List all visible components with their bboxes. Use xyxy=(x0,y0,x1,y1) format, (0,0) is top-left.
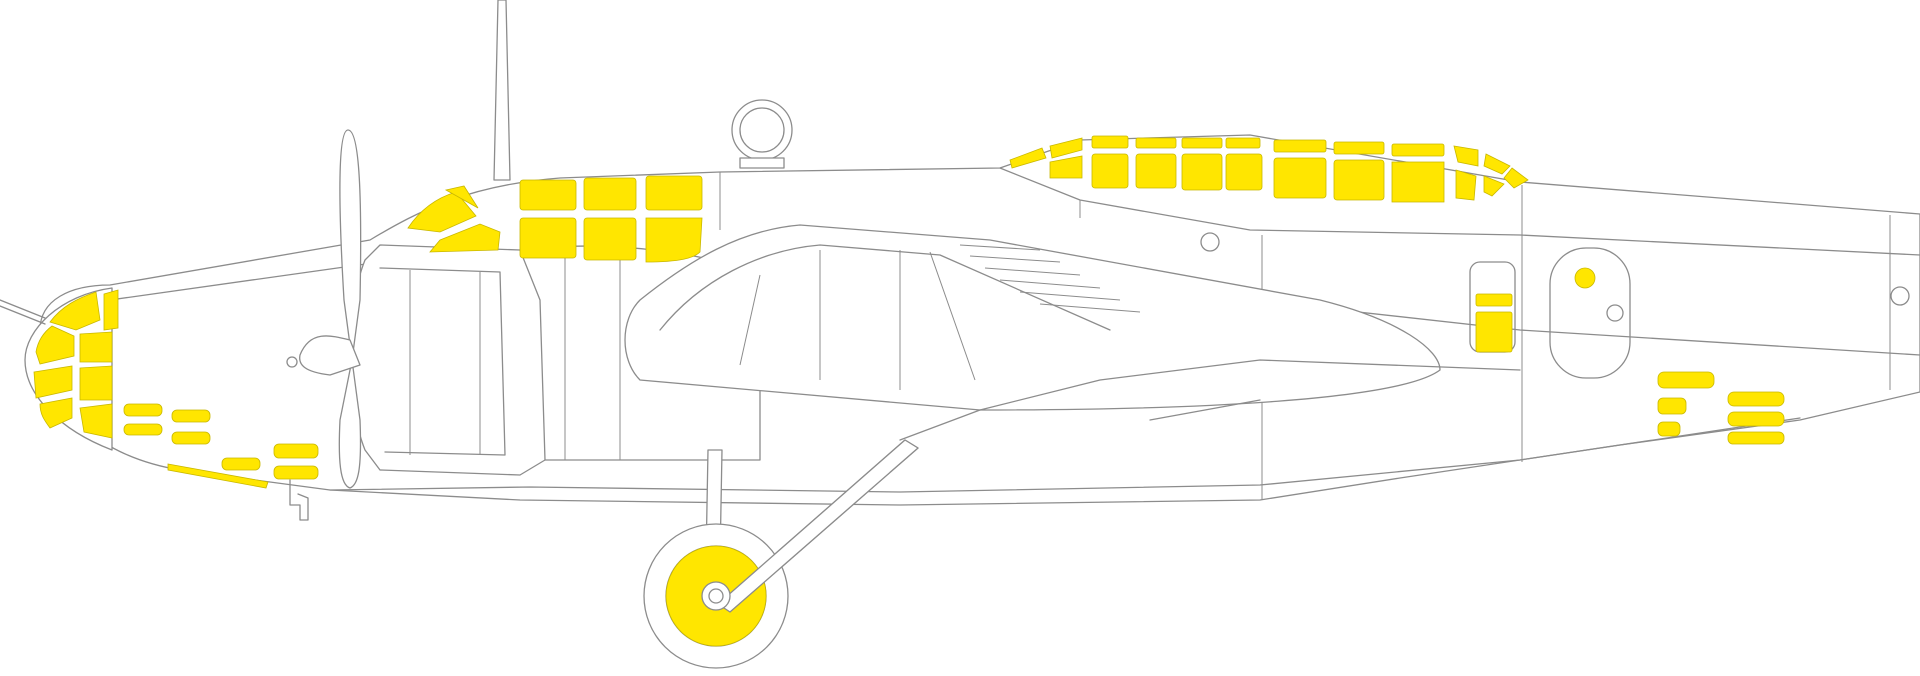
fuselage-side-window-masks xyxy=(1475,267,1596,353)
cockpit-canopy-masks xyxy=(407,175,703,263)
nose-glazing-masks xyxy=(33,289,119,439)
rear-canopy-masks xyxy=(1009,135,1529,203)
wing xyxy=(624,224,1521,441)
antenna-mast xyxy=(493,0,793,181)
nose-side-window-masks xyxy=(123,403,319,489)
rear-fuselage-window-masks xyxy=(1657,371,1785,445)
propeller xyxy=(286,129,362,489)
wing-flap-hatching xyxy=(959,244,1141,313)
wheel-hub-mask xyxy=(665,439,919,647)
